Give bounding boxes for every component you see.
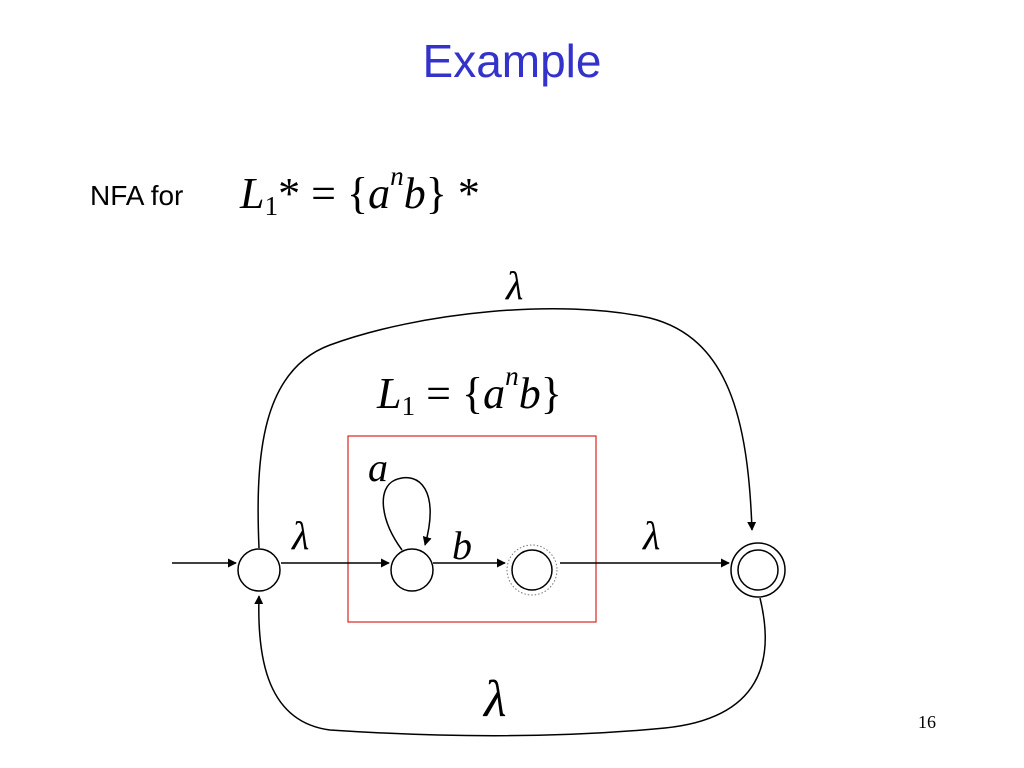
formula-top-b: b xyxy=(403,169,426,218)
formula-inner-sup: n xyxy=(505,360,519,391)
state-q2-outer-dotted xyxy=(506,544,558,596)
formula-l1: L1 = {anb} xyxy=(377,362,562,422)
formula-inner-a: a xyxy=(483,369,506,418)
l1-subautomaton-box xyxy=(347,435,597,623)
loop-q1-a xyxy=(382,476,432,551)
formula-inner-b: b xyxy=(518,369,541,418)
formula-top-rest1: * = { xyxy=(278,169,369,218)
state-q1 xyxy=(390,548,434,592)
edge-bottom-lambda xyxy=(254,595,766,737)
state-final-inner xyxy=(737,549,779,591)
label-lambda-bottom: λ xyxy=(484,671,507,728)
label-lambda-start: λ xyxy=(292,513,310,558)
formula-top-rest2: } * xyxy=(425,169,480,218)
formula-inner-rest1: = { xyxy=(415,369,484,418)
label-lambda-top: λ xyxy=(506,263,524,308)
formula-inner-rest2: } xyxy=(540,369,562,418)
state-start xyxy=(237,548,281,592)
formula-top-sub: 1 xyxy=(264,190,279,221)
label-loop-a: a xyxy=(368,445,388,490)
page-number: 16 xyxy=(918,712,936,732)
formula-top-sup: n xyxy=(390,160,404,191)
state-final-outer xyxy=(730,542,786,598)
slide-title: Example xyxy=(422,35,602,87)
formula-top-a: a xyxy=(368,169,391,218)
state-q2 xyxy=(511,549,553,591)
edge-top-lambda xyxy=(257,308,757,549)
formula-inner-l: L xyxy=(377,369,402,418)
nfa-for-label: NFA for xyxy=(90,180,184,211)
label-lambda-final: λ xyxy=(643,513,661,558)
label-edge-b: b xyxy=(452,523,472,568)
formula-l1-star: L1* = {anb} * xyxy=(240,162,480,222)
formula-top-l: L xyxy=(240,169,265,218)
formula-inner-sub: 1 xyxy=(401,390,416,421)
